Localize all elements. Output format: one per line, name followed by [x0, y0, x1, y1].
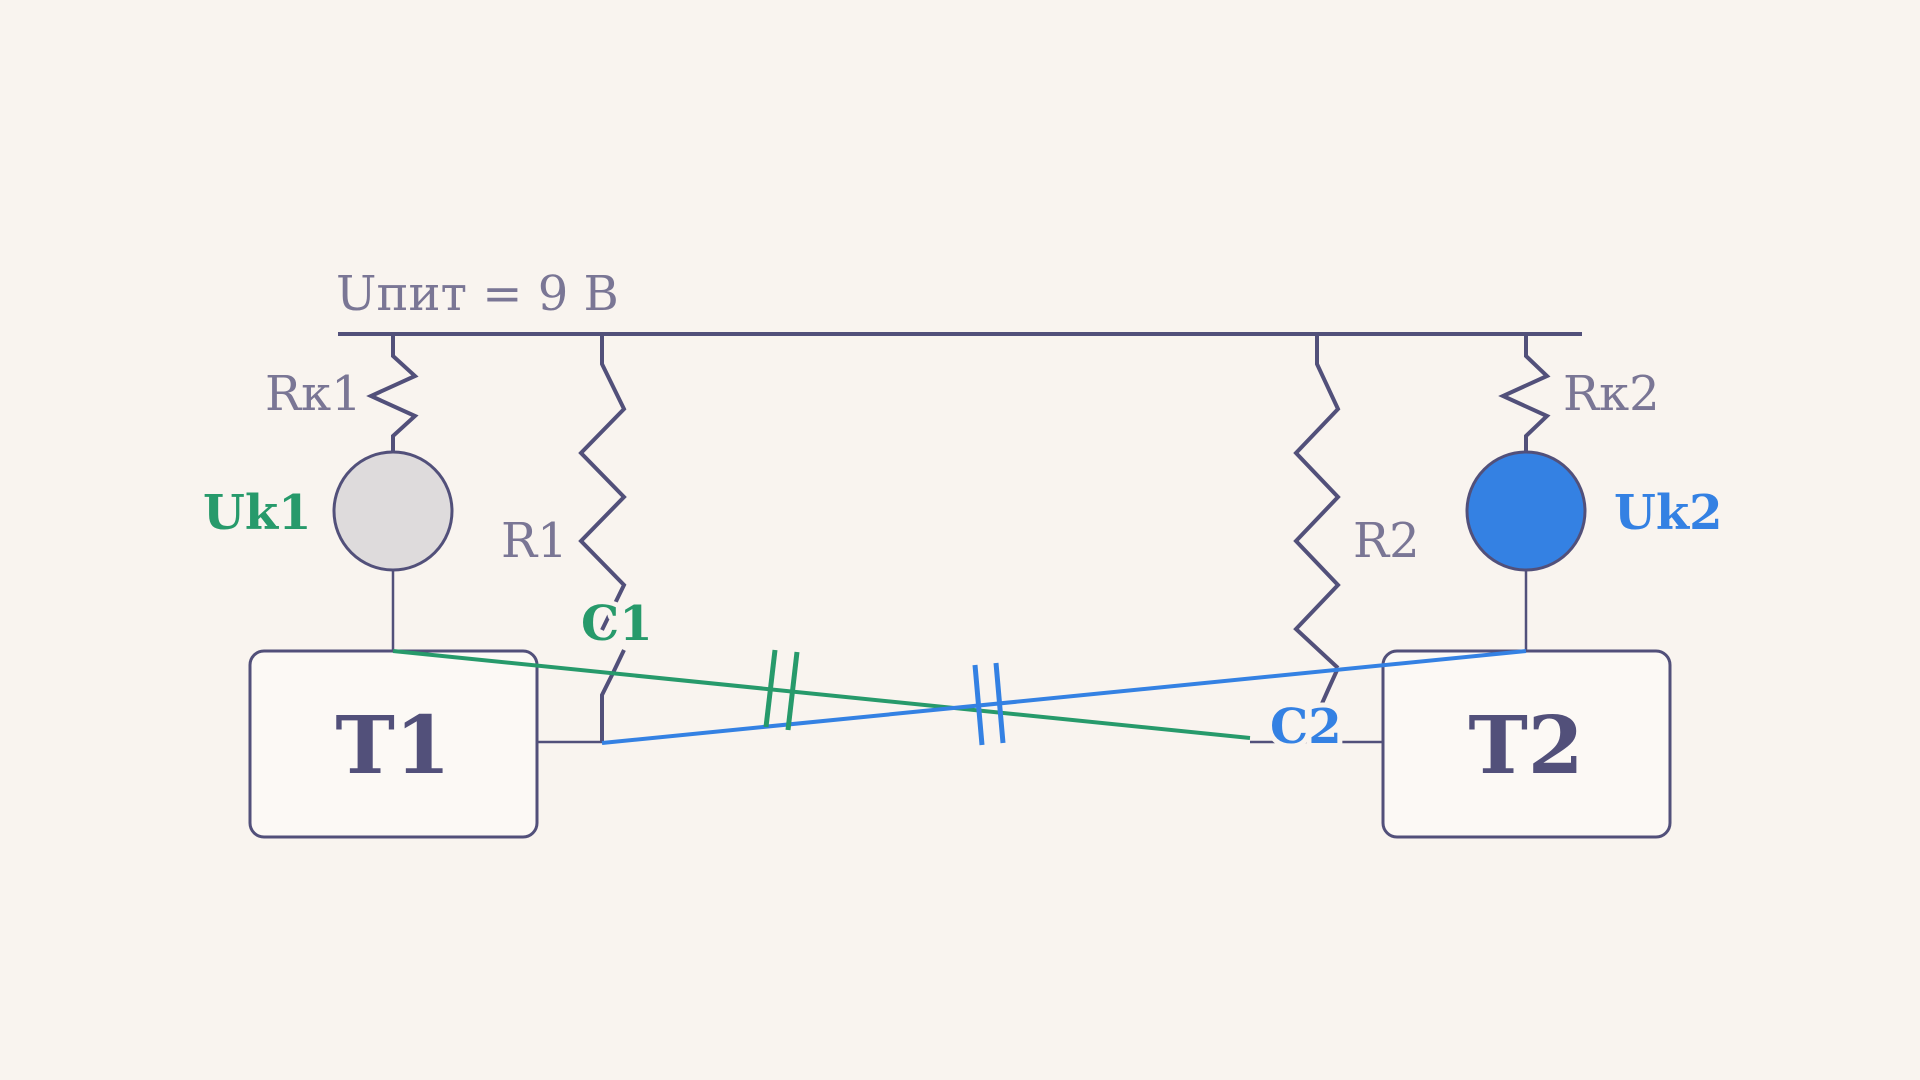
t1-label: T1 [335, 698, 450, 792]
uk2-label: Uk2 [1614, 485, 1723, 541]
c2-label: C2 [1270, 699, 1342, 755]
rk2-resistor [1498, 334, 1551, 452]
rk1-resistor [366, 334, 419, 452]
t2-box[interactable] [1381, 649, 1672, 839]
r2-resistor [1293, 334, 1341, 670]
c1-lead [600, 649, 626, 742]
uk1-label: Uk1 [203, 485, 312, 541]
uk2-indicator [1465, 450, 1587, 572]
rk1-label: Rк1 [265, 366, 362, 422]
c1-label: C1 [581, 596, 653, 652]
r2-label: R2 [1353, 513, 1420, 569]
c2-capacitor-symbol [972, 662, 1006, 746]
uk1-indicator [332, 450, 454, 572]
r1-label: R1 [501, 513, 568, 569]
blue-coupling-wire [601, 649, 1527, 745]
supply-label: Uпит = 9 В [336, 266, 619, 322]
t2-label: T2 [1468, 698, 1583, 792]
c1-capacitor-symbol [763, 649, 800, 731]
rk2-label: Rк2 [1563, 366, 1660, 422]
c2-lead [1318, 667, 1340, 709]
r1-resistor [578, 334, 627, 631]
green-coupling-wire [392, 649, 1251, 740]
